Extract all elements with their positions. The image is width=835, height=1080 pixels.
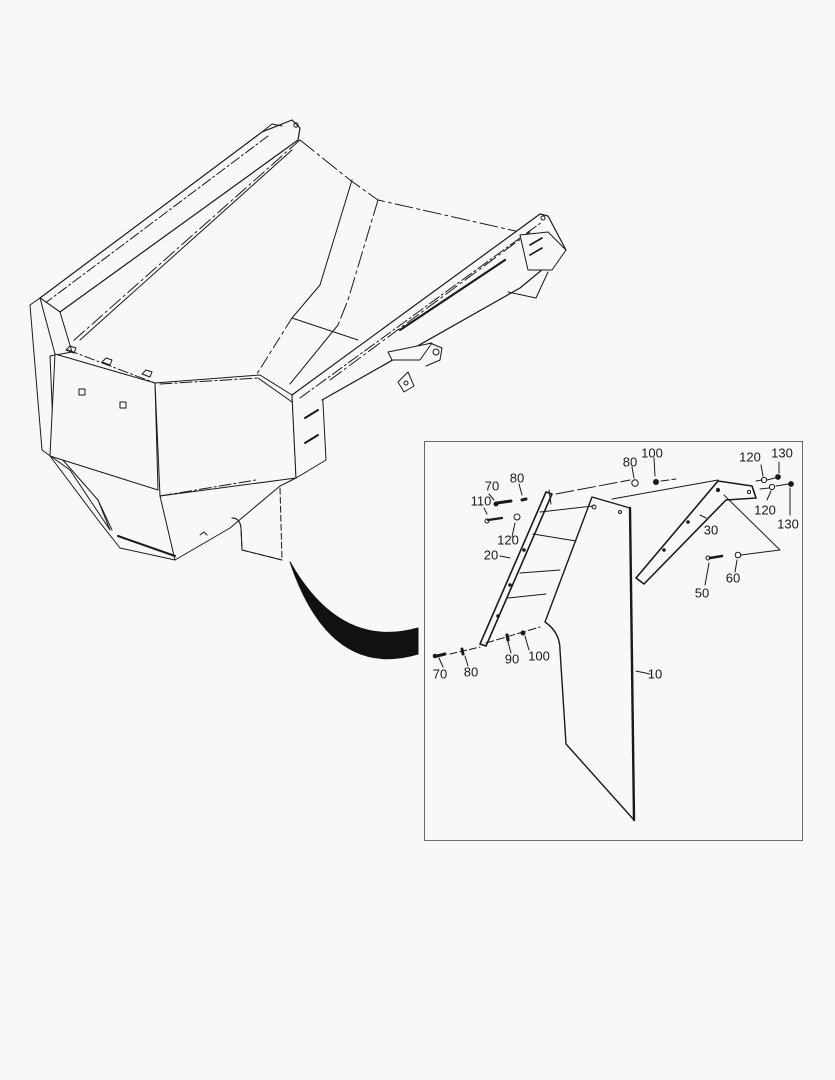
mud-flap-detail-drawing	[432, 457, 794, 822]
callout-50: 50	[694, 585, 710, 601]
callout-80-mid: 80	[622, 454, 638, 470]
callout-80-bottom: 80	[463, 664, 479, 680]
callout-30: 30	[703, 522, 719, 538]
detail-leader-arrow	[289, 561, 419, 660]
callout-20: 20	[483, 547, 499, 563]
callout-10: 10	[647, 666, 663, 682]
callout-120-top-right: 120	[739, 449, 761, 465]
callout-120-right: 120	[754, 502, 776, 518]
detail-view-frame	[424, 441, 803, 841]
callout-110: 110	[470, 493, 492, 509]
callout-130-right: 130	[777, 516, 799, 532]
callout-100-top: 100	[641, 445, 663, 461]
callout-60: 60	[725, 570, 741, 586]
callout-100-bottom: 100	[528, 648, 550, 664]
callout-70-bottom: 70	[432, 666, 448, 682]
callout-90: 90	[504, 651, 520, 667]
callout-130-top-right: 130	[771, 445, 793, 461]
hopper-body	[29, 119, 567, 561]
callout-120-left: 120	[497, 532, 519, 548]
callout-80-top: 80	[509, 470, 525, 486]
callout-70-top: 70	[484, 478, 500, 494]
